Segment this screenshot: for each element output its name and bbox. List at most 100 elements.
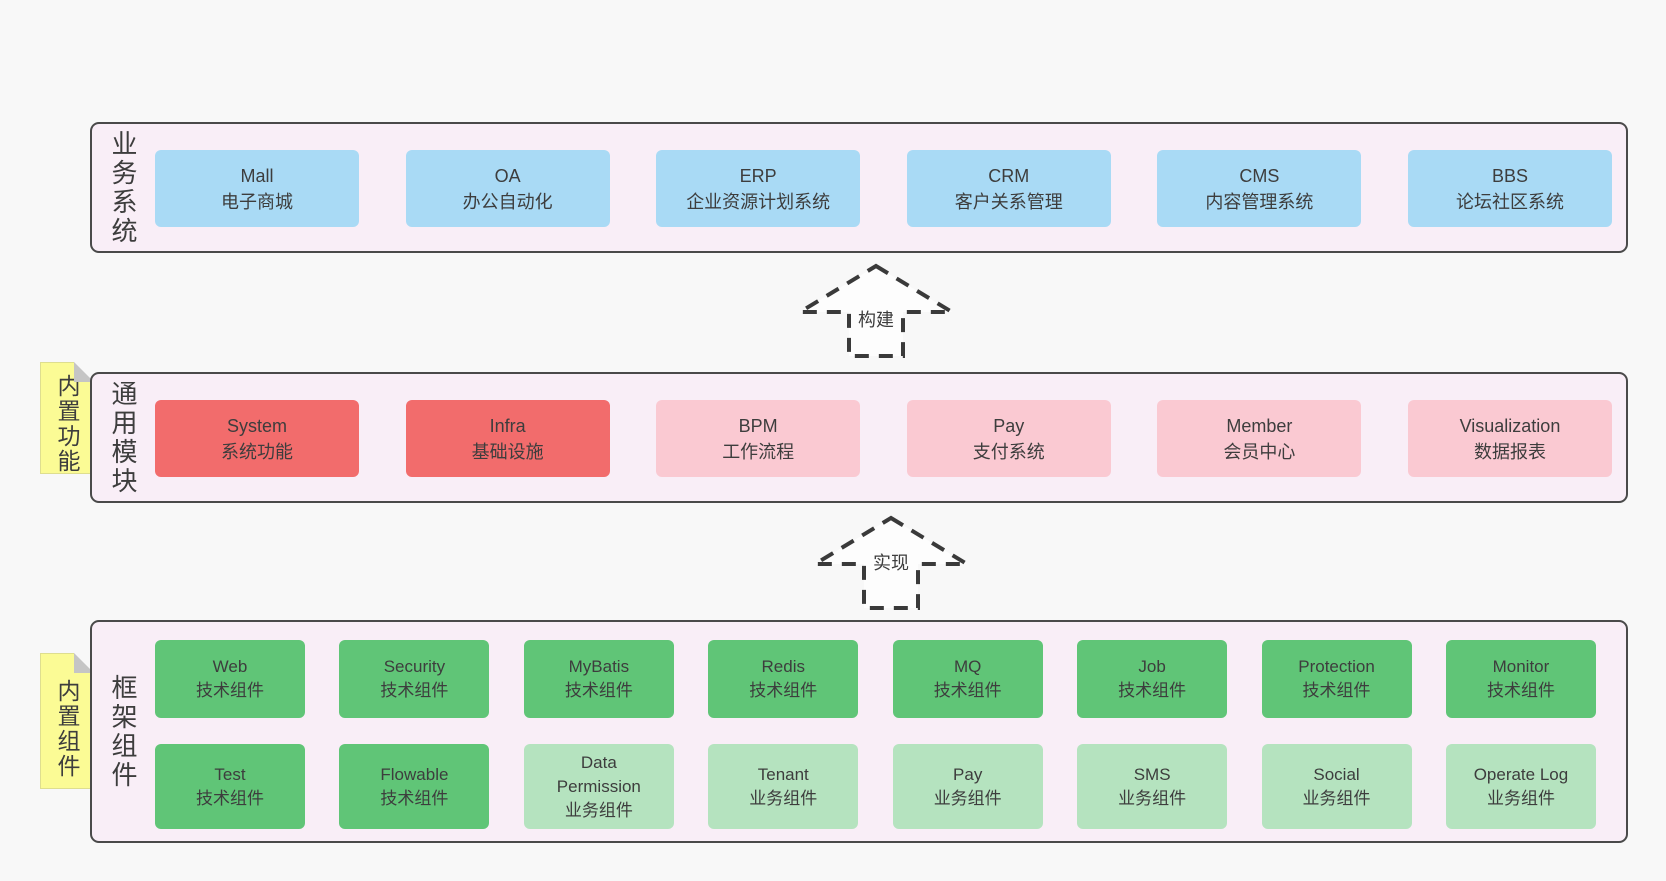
node-desc: 业务组件: [1486, 788, 1555, 808]
node-data-permission: Data Permission 业务组件: [523, 744, 674, 829]
node-security: Security 技术组件: [339, 640, 490, 718]
node-name: Job: [1138, 657, 1166, 676]
node-name: SMS: [1133, 764, 1171, 784]
node-desc: 工作流程: [722, 441, 795, 462]
node-tenant: Tenant 业务组件: [708, 744, 859, 829]
layer-framework-components: 框架组件 Web 技术组件 Security 技术组件 MyBatis 技术组件…: [90, 620, 1628, 843]
node-pay-component: Pay 业务组件: [892, 744, 1043, 829]
node-name: Test: [214, 764, 246, 784]
node-erp: ERP 企业资源计划系统: [656, 150, 861, 227]
node-name: Security: [383, 657, 446, 676]
node-desc: 技术组件: [749, 681, 818, 700]
node-name: Protection: [1298, 657, 1375, 676]
node-name: BBS: [1491, 165, 1528, 186]
node-bbs: BBS 论坛社区系统: [1407, 150, 1612, 227]
node-desc: 技术组件: [1486, 681, 1555, 700]
node-desc: 业务组件: [749, 788, 818, 808]
node-web: Web 技术组件: [155, 640, 305, 718]
sticky-note-built-in-components: 内置组件: [40, 653, 94, 789]
sticky-note-label: 内置功能: [54, 374, 80, 474]
node-name: MQ: [953, 657, 982, 676]
components-box-row-1: Web 技术组件 Security 技术组件 MyBatis 技术组件 Redi…: [155, 640, 1596, 718]
node-desc: 技术组件: [564, 681, 633, 700]
node-desc: 技术组件: [380, 681, 449, 700]
node-operate-log: Operate Log 业务组件: [1445, 744, 1596, 829]
node-desc: 会员中心: [1223, 441, 1296, 462]
node-protection: Protection 技术组件: [1261, 640, 1412, 718]
node-desc: 数据报表: [1473, 441, 1546, 462]
layer-label-business-systems: 业务系统: [108, 129, 138, 246]
sticky-note-label: 内置组件: [54, 679, 80, 779]
node-desc: 办公自动化: [462, 191, 553, 212]
node-redis: Redis 技术组件: [708, 640, 859, 718]
node-member: Member 会员中心: [1157, 400, 1362, 477]
node-desc: 技术组件: [1118, 681, 1187, 700]
layer-business-systems: 业务系统 Mall 电子商城 OA 办公自动化 ERP 企业资源计划系统 CRM…: [90, 122, 1628, 253]
node-crm: CRM 客户关系管理: [906, 150, 1111, 227]
node-social: Social 业务组件: [1261, 744, 1412, 829]
node-name: System: [226, 415, 287, 436]
node-cms: CMS 内容管理系统: [1157, 150, 1362, 227]
node-desc: 业务组件: [933, 788, 1002, 808]
node-name: MyBatis: [568, 657, 630, 676]
node-desc: 业务组件: [1118, 788, 1187, 808]
node-desc: 企业资源计划系统: [686, 191, 831, 212]
node-name: Monitor: [1492, 657, 1550, 676]
node-desc: 论坛社区系统: [1455, 191, 1564, 212]
node-name: Member: [1226, 415, 1293, 436]
node-job: Job 技术组件: [1077, 640, 1228, 718]
node-name: Infra: [489, 415, 526, 436]
node-name: Operate Log: [1473, 764, 1569, 784]
node-visualization: Visualization 数据报表: [1407, 400, 1612, 477]
node-name: CMS: [1239, 165, 1280, 186]
business-box-row: Mall 电子商城 OA 办公自动化 ERP 企业资源计划系统 CRM 客户关系…: [155, 150, 1612, 227]
node-name: Web: [212, 657, 248, 676]
node-desc: 技术组件: [1302, 681, 1371, 700]
node-mybatis: MyBatis 技术组件: [523, 640, 674, 718]
node-desc: 电子商城: [221, 191, 293, 212]
node-name: Flowable: [380, 764, 449, 784]
node-pay-system: Pay 支付系统: [906, 400, 1111, 477]
node-desc: 基础设施: [471, 441, 544, 462]
node-desc: 技术组件: [933, 681, 1002, 700]
layer-label-common-modules: 通用模块: [108, 379, 138, 496]
node-name: OA: [494, 165, 521, 186]
node-desc: 内容管理系统: [1205, 191, 1314, 212]
layer-common-modules: 通用模块 System 系统功能 Infra 基础设施 BPM 工作流程 Pay…: [90, 372, 1628, 503]
node-monitor: Monitor 技术组件: [1445, 640, 1596, 718]
node-flowable: Flowable 技术组件: [339, 744, 490, 829]
node-mq: MQ 技术组件: [892, 640, 1043, 718]
node-sms: SMS 业务组件: [1077, 744, 1228, 829]
node-name: CRM: [988, 165, 1030, 186]
node-desc: 系统功能: [221, 441, 293, 462]
node-test: Test 技术组件: [155, 744, 305, 829]
sticky-note-built-in-functions: 内置功能: [40, 362, 94, 474]
node-name: BPM: [738, 415, 778, 436]
node-name: Social: [1313, 764, 1360, 784]
node-desc: 业务组件: [1302, 788, 1371, 808]
node-name: ERP: [739, 165, 777, 186]
node-name: Visualization: [1459, 415, 1561, 436]
node-desc: 技术组件: [196, 681, 264, 700]
node-desc: 技术组件: [196, 788, 264, 808]
node-infra: Infra 基础设施: [405, 400, 610, 477]
node-name: Mall: [240, 165, 274, 186]
build-arrow-label: 构建: [852, 306, 900, 334]
node-name: Data Permission: [556, 752, 641, 796]
layer-label-framework-components: 框架组件: [108, 673, 138, 790]
node-name: Tenant: [757, 764, 809, 784]
node-mall: Mall 电子商城: [155, 150, 359, 227]
node-desc: 客户关系管理: [954, 191, 1063, 212]
node-bpm: BPM 工作流程: [656, 400, 861, 477]
components-box-row-2: Test 技术组件 Flowable 技术组件 Data Permission …: [155, 744, 1596, 829]
node-name: Redis: [761, 657, 805, 676]
node-name: Pay: [993, 415, 1025, 436]
node-name: Pay: [953, 764, 983, 784]
node-desc: 技术组件: [380, 788, 449, 808]
node-desc: 业务组件: [564, 800, 633, 820]
implement-arrow-label: 实现: [867, 549, 915, 577]
node-oa: OA 办公自动化: [405, 150, 610, 227]
node-system: System 系统功能: [155, 400, 359, 477]
node-desc: 支付系统: [972, 441, 1045, 462]
modules-box-row: System 系统功能 Infra 基础设施 BPM 工作流程 Pay 支付系统…: [155, 400, 1612, 477]
